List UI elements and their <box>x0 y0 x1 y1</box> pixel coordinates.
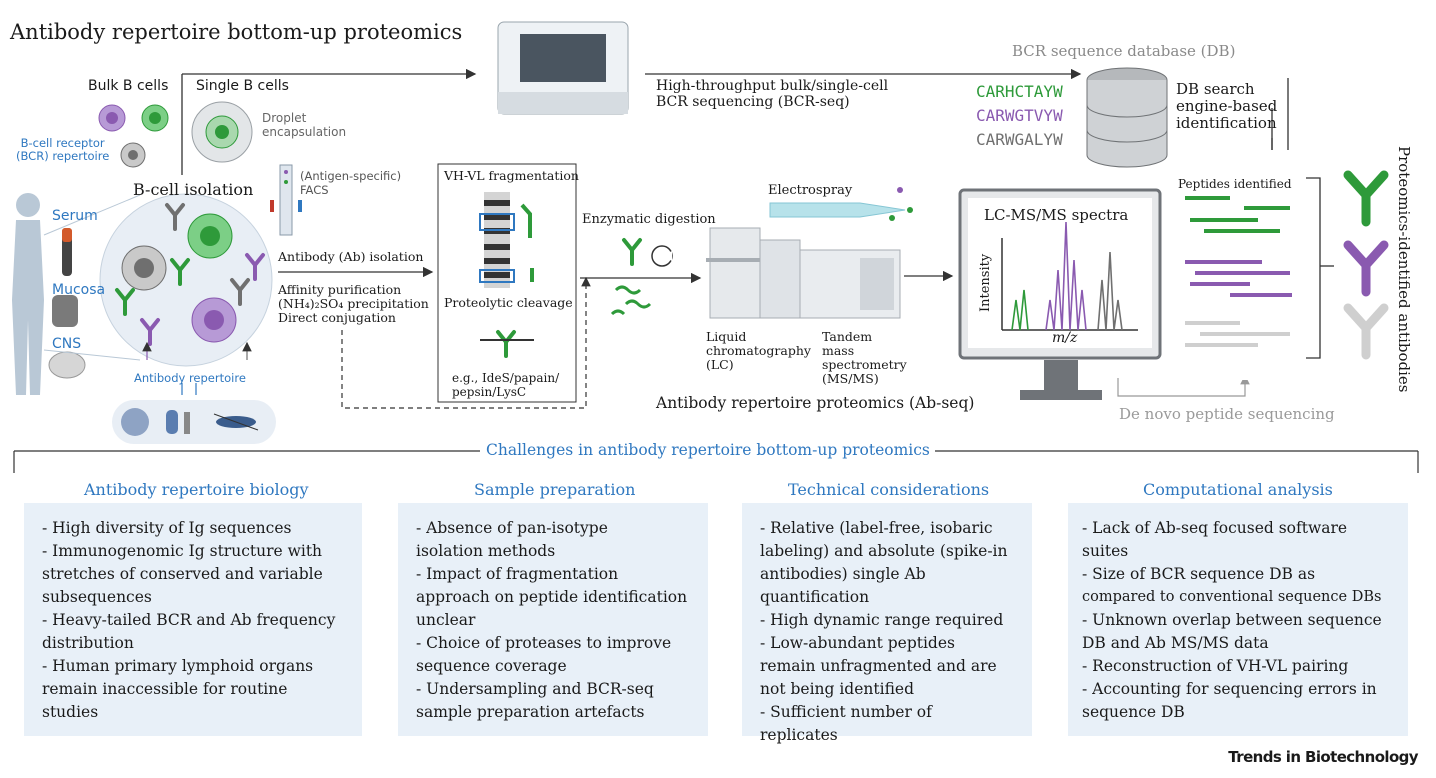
list-item: sample preparation artefacts <box>416 703 645 721</box>
enzyme-icon <box>610 238 673 316</box>
figure-title: Antibody repertoire bottom-up proteomics <box>10 20 463 44</box>
ab-isolation-label: Antibody (Ab) isolation <box>278 249 424 264</box>
list-item: approach on peptide identification <box>416 588 688 606</box>
list-item: - Undersampling and BCR-seq <box>416 680 654 698</box>
bcr-repertoire-label: B-cell receptor (BCR) repertoire <box>16 136 110 163</box>
spectrum-plot <box>1001 221 1138 331</box>
b-cell-isolation-label: B-cell isolation <box>133 180 254 199</box>
list-item: quantification <box>760 588 870 606</box>
panel-title-biology: Antibody repertoire biology <box>84 480 309 499</box>
list-item: - Reconstruction of VH-VL pairing <box>1082 657 1349 675</box>
list-item: remain unfragmented and are <box>760 657 997 675</box>
sequence-2: CARWGTVYW <box>976 106 1063 125</box>
list-item: unclear <box>416 611 476 629</box>
antibody-repertoire-label: Antibody repertoire <box>134 371 246 385</box>
lc-label: Liquid chromatography (LC) <box>706 329 811 372</box>
list-item: DB and Ab MS/MS data <box>1082 634 1269 652</box>
droplet-icon <box>191 101 253 163</box>
panel-technical: - Relative (label-free, isobaric labelin… <box>742 503 1032 744</box>
panel-computational: - Lack of Ab-seq focused software suites… <box>1068 503 1408 736</box>
identified-antibodies-icon <box>1343 170 1389 360</box>
abseq-label: Antibody repertoire proteomics (Ab-seq) <box>656 394 975 412</box>
lc-ms-instrument-icon <box>706 227 901 319</box>
list-item: - Choice of proteases to improve <box>416 634 672 652</box>
peptide-bars <box>1175 150 1301 380</box>
db-title-label: BCR sequence database (DB) <box>1012 42 1236 60</box>
ab-methods-label: Affinity purification (NH₄)₂SO₄ precipit… <box>278 282 429 325</box>
serum-label: Serum <box>52 208 98 224</box>
list-item: stretches of conserved and variable <box>42 565 323 583</box>
proteases-label: e.g., IdeS/papain/ pepsin/LysC <box>452 371 560 399</box>
droplet-label: Droplet encapsulation <box>262 111 347 139</box>
panel-title-computational: Computational analysis <box>1143 480 1333 499</box>
bulk-b-cells-label: Bulk B cells <box>88 78 169 94</box>
mucosa-label: Mucosa <box>52 282 106 298</box>
panel-biology: - High diversity of Ig sequences - Immun… <box>24 503 362 736</box>
list-item: distribution <box>42 634 134 652</box>
list-item: - Size of BCR sequence DB as <box>1082 565 1316 583</box>
list-item: - Impact of fragmentation <box>416 565 619 583</box>
list-item: not being identified <box>760 680 915 698</box>
monitor-icon <box>958 188 1162 400</box>
sequence-1: CARHCTAYW <box>976 82 1063 101</box>
list-item: - Accounting for sequencing errors in <box>1082 680 1377 698</box>
bulk-b-cells-icon <box>98 104 169 168</box>
gel-icon <box>479 192 534 288</box>
list-item: - High diversity of Ig sequences <box>42 519 292 537</box>
list-item: - Human primary lymphoid organs <box>42 657 314 675</box>
list-item: - Immunogenomic Ig structure with <box>42 542 323 560</box>
proteomics-identified-label: Proteomics-identified antibodies <box>1395 146 1413 393</box>
list-item: compared to conventional sequence DBs <box>1082 589 1382 605</box>
repertoire-circle <box>99 193 273 367</box>
sequencer-icon <box>497 21 629 115</box>
list-item: - Unknown overlap between sequence <box>1082 611 1382 629</box>
msms-label: Tandem mass spectrometry (MS/MS) <box>822 329 907 386</box>
list-item: isolation methods <box>416 542 556 560</box>
de-novo-label: De novo peptide sequencing <box>1119 405 1335 423</box>
list-item: - Sufficient number of replicates <box>760 703 932 744</box>
list-item: sequence DB <box>1082 703 1185 721</box>
facs-icon <box>270 164 302 236</box>
journal-logo: Trends in Biotechnology <box>1228 748 1418 766</box>
human-body-icon <box>12 193 86 395</box>
list-item: - Relative (label-free, isobaric <box>760 519 993 537</box>
spectra-title: LC-MS/MS spectra <box>984 206 1129 224</box>
panel-sample-prep: - Absence of pan-isotype isolation metho… <box>398 503 708 736</box>
electrospray-label: Electrospray <box>768 183 853 198</box>
dashed-bypass-arrow <box>341 276 591 409</box>
list-item: studies <box>42 703 99 721</box>
panel-title-sample-prep: Sample preparation <box>474 480 636 499</box>
list-item: - Lack of Ab-seq focused software <box>1082 519 1348 537</box>
single-b-cells-label: Single B cells <box>196 78 289 94</box>
enzymatic-digestion-label: Enzymatic digestion <box>582 212 716 227</box>
list-item: remain inaccessible for routine <box>42 680 288 698</box>
challenges-title: Challenges in antibody repertoire bottom… <box>486 441 930 459</box>
list-item: subsequences <box>42 588 152 606</box>
db-search-label: DB search engine-based identification <box>1176 80 1278 132</box>
list-item: labeling) and absolute (spike-in <box>760 542 1008 560</box>
list-item: - Heavy-tailed BCR and Ab frequency <box>42 611 336 629</box>
sequence-3: CARWGALYW <box>976 130 1063 149</box>
antibody-sources-icon <box>112 400 276 444</box>
list-item: - High dynamic range required <box>760 611 1004 629</box>
electrospray-icon <box>769 187 913 221</box>
facs-label: (Antigen-specific) FACS <box>300 169 402 197</box>
list-item: - Absence of pan-isotype <box>416 519 608 537</box>
list-item: suites <box>1082 542 1129 560</box>
list-item: sequence coverage <box>416 657 567 675</box>
database-icon <box>1086 67 1168 168</box>
list-item: antibodies) single Ab <box>760 565 926 583</box>
peptides-identified-label: Peptides identified <box>1178 177 1292 191</box>
bcrseq-label: High-throughput bulk/single-cell BCR seq… <box>656 78 889 110</box>
intensity-label: Intensity <box>978 253 993 312</box>
cns-label: CNS <box>52 336 82 352</box>
mz-label: m/z <box>1052 330 1078 346</box>
cleavage-icon <box>480 330 534 358</box>
panel-title-technical: Technical considerations <box>788 480 990 499</box>
list-item: - Low-abundant peptides <box>760 634 955 652</box>
sequence-list: CARHCTAYW CARWGTVYW CARWGALYW <box>976 80 1063 152</box>
proteolytic-cleavage-label: Proteolytic cleavage <box>444 295 573 310</box>
vhvl-fragmentation-label: VH-VL fragmentation <box>444 168 579 183</box>
